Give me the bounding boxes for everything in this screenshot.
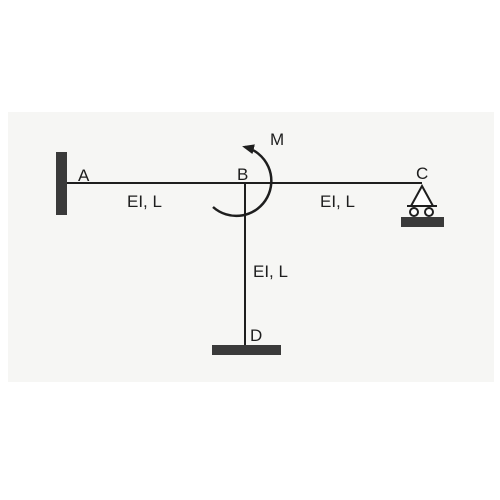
fixed-support-a [56,152,67,215]
moment-arrow [212,144,273,218]
member-label-bd: EI, L [253,262,288,281]
node-label-a: A [78,166,90,185]
moment-label: M [270,130,284,149]
node-label-d: D [250,326,262,345]
node-label-b: B [237,165,248,184]
fixed-support-d [212,345,281,355]
member-label-bc: EI, L [320,192,355,211]
node-label-c: C [416,164,428,183]
diagram-background [8,112,494,382]
member-label-ab: EI, L [127,192,162,211]
roller-support-c [401,183,444,227]
